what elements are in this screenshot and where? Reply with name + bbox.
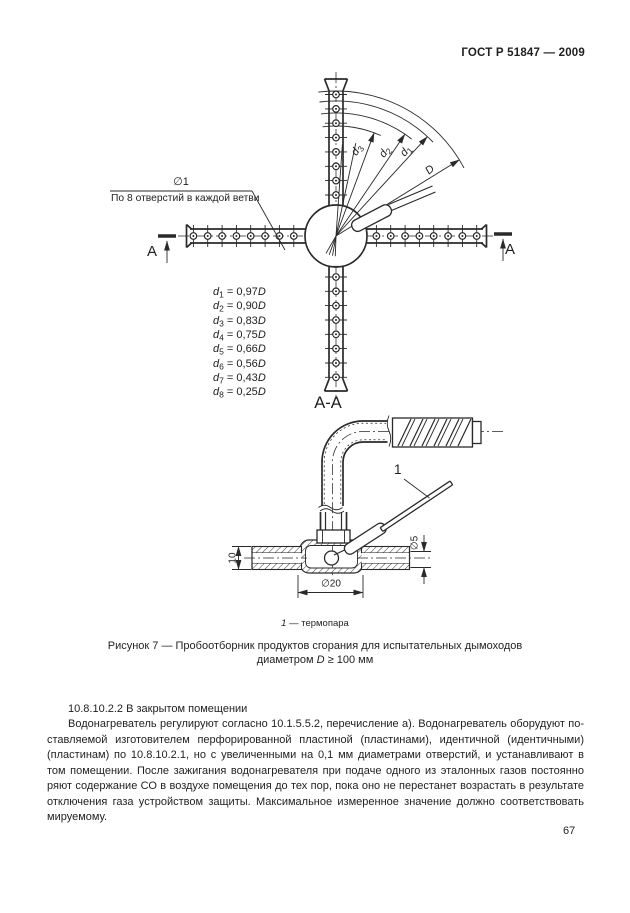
dim-subscript: 7: [219, 375, 224, 386]
probe-arm-right: [366, 223, 488, 249]
thermocouple-plan: [350, 185, 436, 233]
dim-value: = 0,56: [223, 357, 258, 370]
holes-note: По 8 отверстий в каждой ветви: [111, 193, 260, 204]
dim-symbol: d: [213, 386, 220, 399]
dim-ref: D: [257, 343, 266, 356]
dim-row: d1 = 0,97D: [213, 285, 266, 299]
dim-subscript: 6: [219, 361, 224, 372]
dimension-10: 10: [227, 552, 239, 564]
legend-text: — термопара: [286, 618, 349, 629]
dim-value: = 0,25: [223, 386, 258, 399]
body-line: Водонагреватель регулируют согласно 10.1…: [68, 718, 584, 731]
dim-value: = 0,90: [223, 300, 258, 313]
section-view: [232, 415, 503, 598]
probe-arm-bottom: [323, 265, 349, 392]
dim-subscript: 2: [219, 303, 224, 314]
side-tube-left: [244, 545, 307, 571]
caption-variable: D: [316, 654, 325, 666]
dim-subscript: 4: [219, 332, 224, 343]
diameter-ratio-list: d1 = 0,97D d2 = 0,90D d3 = 0,83D d4 = 0,…: [213, 285, 266, 400]
body-paragraphs: 10.8.10.2.2 В закрытом помещении Водонаг…: [47, 702, 584, 826]
dim-ref: D: [257, 286, 266, 298]
dim-value: = 0,43: [223, 372, 258, 385]
section-cut-markers: [158, 232, 512, 263]
dim-value: = 0,97: [223, 286, 258, 298]
dim-row: d3 = 0,83D: [213, 314, 266, 328]
side-tube-right: [357, 545, 431, 571]
body-line: (пластинам) по 10.8.10.2.1, но с увеличе…: [47, 749, 584, 762]
dim-subscript: 3: [219, 318, 224, 329]
hole-diameter-callout: ∅1: [173, 176, 189, 188]
dim-value: = 0,66: [223, 343, 258, 356]
dim-ref: D: [257, 357, 266, 370]
dim-subscript: 8: [219, 389, 224, 400]
dim-symbol: d: [213, 329, 220, 342]
body-line: 10.8.10.2.2 В закрытом помещении: [68, 703, 248, 715]
section-letter-left: А: [147, 243, 158, 260]
dim-row: d8 = 0,25D: [213, 385, 266, 399]
dim-value: = 0,83: [223, 314, 258, 327]
dim-row: d2 = 0,90D: [213, 299, 266, 313]
dim-symbol: d: [213, 343, 220, 356]
dim-row: d4 = 0,75D: [213, 328, 266, 342]
body-line: том помещении. После зажигания водонагре…: [47, 764, 584, 777]
dim-symbol: d: [213, 357, 220, 370]
plan-view: [110, 72, 512, 399]
caption-pre: диаметром: [256, 654, 317, 666]
body-line: ряют содержание СО в воздухе помещения д…: [47, 780, 584, 793]
dim-ref: D: [257, 300, 266, 313]
doc-header: ГОСТ Р 51847 — 2009: [461, 47, 585, 59]
section-title: А-А: [314, 394, 342, 412]
part-reference-1: 1: [394, 462, 402, 477]
dim-symbol: d: [213, 286, 220, 298]
body-line: мируемому.: [47, 811, 108, 824]
hose-connector: [386, 415, 482, 448]
dim-row: d6 = 0,56D: [213, 357, 266, 371]
dimension-d5: ∅5: [409, 535, 421, 551]
dim-value: = 0,75: [223, 329, 258, 342]
thermocouple-section: [323, 480, 453, 566]
dim-symbol: d: [213, 314, 220, 327]
page-number: 67: [563, 825, 576, 837]
body-line: отключения газа устройством защиты. Макс…: [47, 795, 584, 808]
dim-ref: D: [257, 314, 266, 327]
figure-caption-line2: диаметром D ≥ 100 мм: [0, 654, 630, 666]
dim-ref: D: [257, 386, 266, 399]
figure-legend: 1 — термопара: [0, 618, 630, 629]
figure-caption-line1: Рисунок 7 — Пробоотборник продуктов сгор…: [107, 640, 523, 652]
caption-post: ≥ 100 мм: [324, 654, 374, 666]
dimension-d20: ∅20: [321, 578, 341, 590]
probe-arm-top: [323, 78, 349, 206]
dim-symbol: d: [213, 300, 220, 313]
dim-row: d5 = 0,66D: [213, 342, 266, 356]
dim-subscript: 1: [219, 289, 224, 300]
dim-row: d7 = 0,43D: [213, 371, 266, 385]
legend-number: 1: [281, 618, 287, 629]
dim-ref: D: [257, 372, 266, 385]
probe-arm-left: [185, 223, 306, 249]
section-letter-right: А: [505, 241, 516, 258]
body-line: ставляемой изготовителем перфорированной…: [47, 733, 584, 746]
dim-subscript: 5: [219, 346, 224, 357]
dim-symbol: d: [213, 372, 220, 385]
dim-ref: D: [257, 329, 266, 342]
